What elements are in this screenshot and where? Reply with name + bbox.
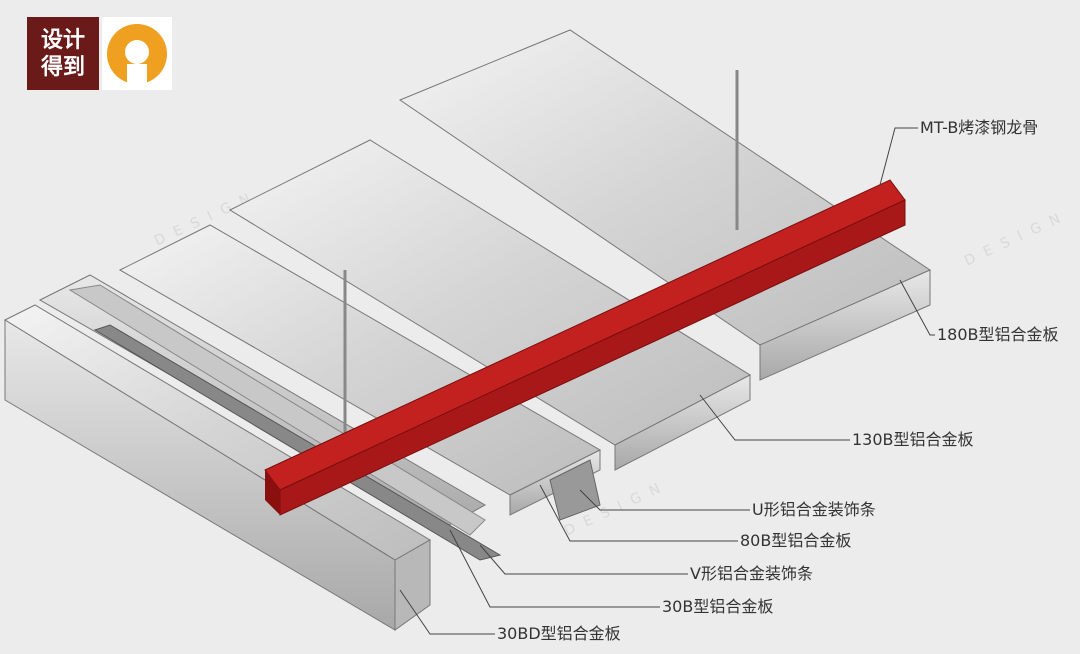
avatar-logo-icon <box>102 17 172 90</box>
panel-130b-edge <box>614 374 751 471</box>
logo-line1: 设计 <box>40 27 85 53</box>
v-strip <box>93 324 502 561</box>
label-keel: MT-B烤漆钢龙骨 <box>920 118 1039 137</box>
label-panel-130b: 130B型铝合金板 <box>852 430 974 449</box>
u-strip <box>549 459 601 521</box>
label-panel-180b: 180B型铝合金板 <box>937 325 1059 344</box>
label-panel-30bd: 30BD型铝合金板 <box>497 624 621 643</box>
panel-180b-edge <box>759 269 931 381</box>
label-v-strip: V形铝合金装饰条 <box>690 564 813 583</box>
label-panel-80b: 80B型铝合金板 <box>740 531 852 550</box>
leader-lines <box>399 127 935 635</box>
label-u-strip: U形铝合金装饰条 <box>752 500 876 519</box>
steel-keel-flange <box>265 470 280 515</box>
logo: 设计 得到 <box>27 17 172 90</box>
logo-line2: 得到 <box>40 54 85 80</box>
label-panel-30b: 30B型铝合金板 <box>662 597 774 616</box>
panel-30bd-side <box>394 539 431 631</box>
logo-text: 设计 得到 <box>27 17 99 90</box>
